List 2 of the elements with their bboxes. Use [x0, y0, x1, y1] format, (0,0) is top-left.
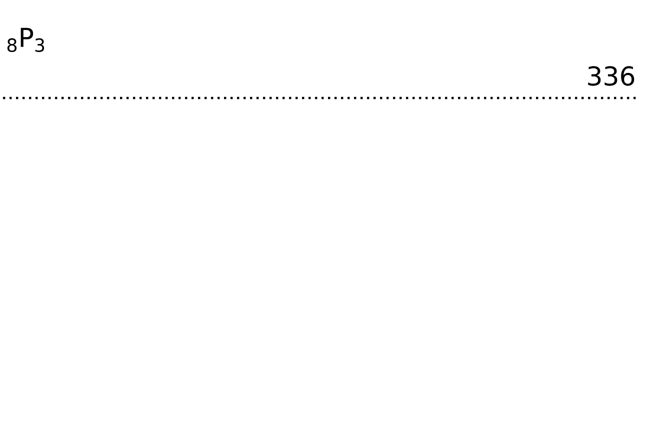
- screen-text: $_{8}$P$_{3}$: [7, 28, 44, 52]
- screen-text: 336: [588, 66, 634, 86]
